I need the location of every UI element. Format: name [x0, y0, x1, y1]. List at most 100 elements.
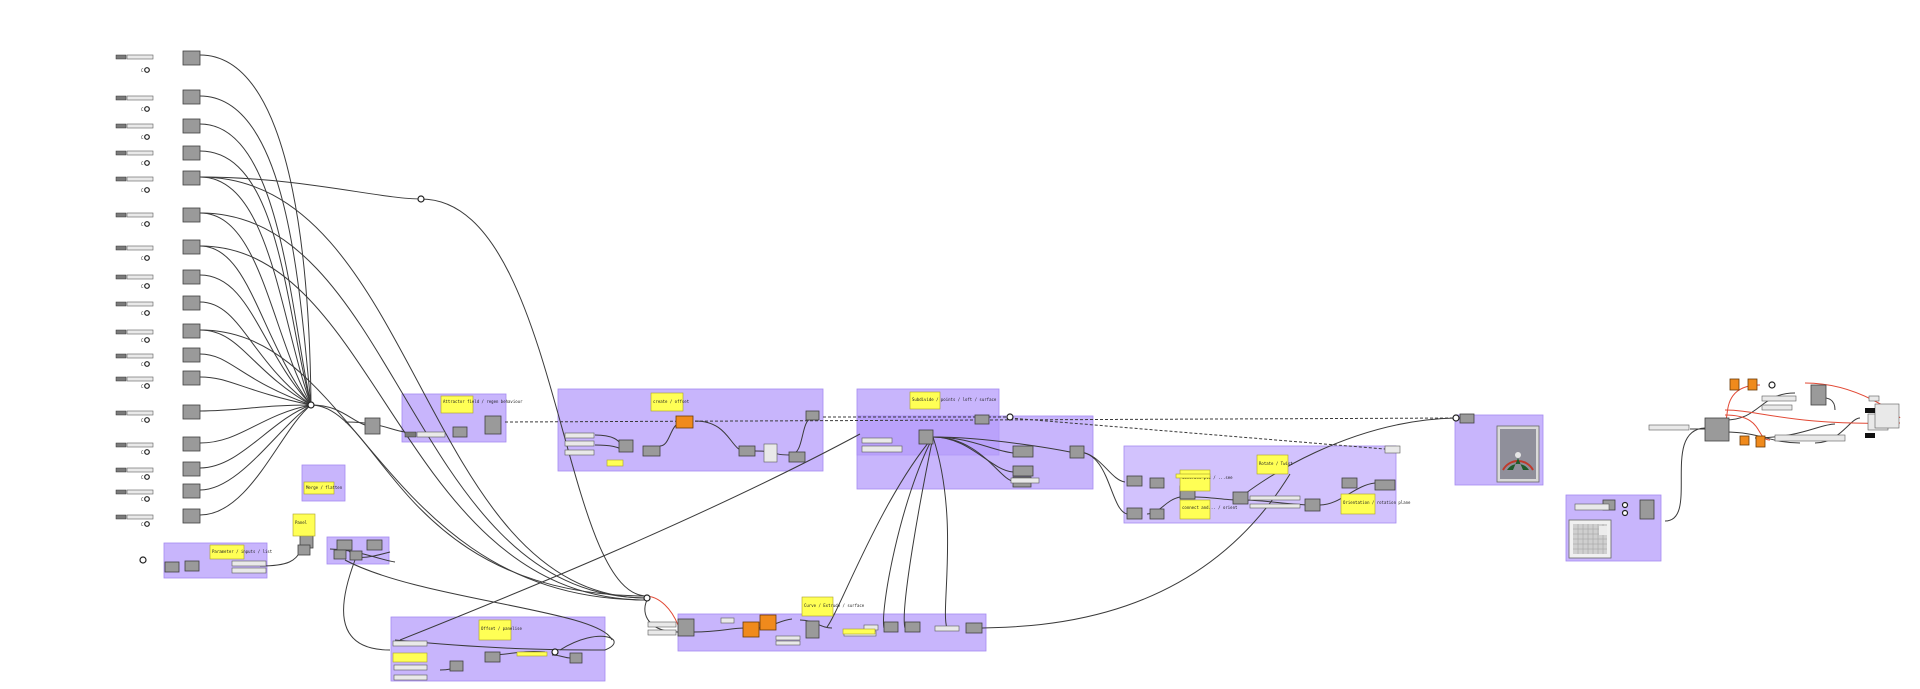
slider[interactable] — [861, 437, 893, 444]
wire-hub-icon[interactable] — [1452, 414, 1460, 422]
slider[interactable] — [647, 629, 677, 636]
group-create[interactable] — [557, 388, 824, 472]
component[interactable] — [1232, 491, 1249, 505]
slider-row[interactable]: C — [115, 347, 201, 367]
slider[interactable] — [393, 674, 428, 681]
slider-row[interactable]: C — [115, 404, 201, 423]
slider[interactable] — [1761, 404, 1793, 411]
slider-row[interactable]: C — [115, 118, 201, 140]
slider[interactable] — [720, 617, 735, 624]
component[interactable] — [918, 429, 934, 445]
slider[interactable] — [1648, 424, 1690, 431]
slider-row[interactable]: C — [115, 295, 201, 316]
component[interactable] — [336, 539, 353, 551]
slider-row[interactable]: C — [115, 239, 201, 261]
component[interactable] — [364, 417, 381, 435]
component-selected[interactable] — [1755, 435, 1766, 448]
component[interactable] — [965, 622, 983, 634]
wire-hub-icon[interactable] — [139, 556, 147, 564]
component[interactable] — [1149, 508, 1165, 520]
note-panel[interactable] — [650, 392, 684, 412]
note-panel[interactable] — [801, 596, 834, 617]
component[interactable] — [349, 550, 363, 561]
slider-row[interactable]: C — [115, 170, 201, 193]
note-panel[interactable] — [478, 619, 512, 641]
component[interactable] — [805, 410, 820, 421]
slider[interactable] — [1761, 395, 1797, 402]
wire-hub-icon[interactable] — [307, 401, 315, 409]
component[interactable] — [1126, 475, 1143, 487]
panel[interactable] — [1874, 403, 1900, 429]
slider-row[interactable]: C — [115, 370, 201, 389]
slider-row[interactable]: C — [115, 89, 201, 112]
note-panel[interactable] — [292, 513, 316, 537]
slider-row[interactable]: C — [115, 461, 201, 480]
slider-row[interactable]: C — [115, 269, 201, 289]
slider[interactable] — [564, 440, 595, 447]
component[interactable] — [1341, 477, 1358, 489]
component[interactable] — [1459, 413, 1475, 424]
component[interactable] — [642, 445, 661, 457]
slider[interactable] — [416, 431, 446, 438]
component[interactable] — [1149, 477, 1165, 489]
component[interactable] — [297, 544, 311, 556]
component[interactable] — [1639, 499, 1655, 520]
component[interactable] — [333, 549, 347, 560]
slider-row[interactable]: C — [115, 483, 201, 502]
slider[interactable] — [1574, 503, 1610, 511]
note-panel[interactable] — [1179, 469, 1211, 492]
component-selected[interactable] — [675, 415, 694, 429]
component[interactable] — [788, 451, 806, 463]
slider[interactable] — [647, 621, 677, 628]
component-selected[interactable] — [1739, 435, 1750, 446]
component[interactable] — [449, 660, 464, 672]
component[interactable] — [738, 445, 756, 457]
note-panel[interactable] — [1256, 454, 1289, 475]
component[interactable] — [366, 539, 383, 551]
component-selected[interactable] — [742, 621, 760, 638]
component[interactable] — [1304, 498, 1321, 512]
slider-row[interactable]: C — [115, 323, 201, 343]
note-panel[interactable] — [1340, 493, 1376, 515]
note-panel[interactable] — [209, 544, 245, 560]
slider[interactable] — [231, 567, 267, 574]
slider[interactable] — [1010, 477, 1040, 484]
component[interactable] — [618, 439, 634, 453]
circular-preview-icon[interactable] — [1496, 425, 1540, 483]
component-selected[interactable] — [759, 614, 777, 631]
component[interactable] — [484, 651, 501, 663]
slider[interactable] — [1868, 395, 1880, 402]
wire-hub-icon[interactable] — [1621, 509, 1629, 517]
wire-hub-icon[interactable] — [417, 195, 425, 203]
slider[interactable] — [934, 625, 960, 632]
slider[interactable] — [564, 449, 595, 456]
component[interactable] — [1126, 507, 1143, 520]
note-panel[interactable] — [516, 651, 548, 657]
slider-row[interactable]: C — [115, 50, 201, 73]
component[interactable] — [569, 652, 583, 664]
component-selected[interactable] — [1729, 378, 1740, 391]
slider-row[interactable]: C — [115, 207, 201, 227]
wire-hub-icon[interactable] — [1768, 381, 1776, 389]
note-panel[interactable] — [440, 395, 474, 414]
group-orient[interactable] — [390, 616, 606, 682]
wire-hub-icon[interactable] — [643, 594, 651, 602]
note-panel[interactable] — [1179, 499, 1211, 520]
slider[interactable] — [393, 664, 428, 671]
wire-hub-icon[interactable] — [551, 648, 559, 656]
group-loft[interactable] — [856, 415, 1094, 490]
component[interactable] — [805, 620, 820, 639]
component[interactable] — [1810, 384, 1827, 406]
toggle[interactable] — [1865, 433, 1875, 438]
component[interactable] — [974, 414, 990, 425]
slider[interactable] — [231, 560, 267, 567]
slider[interactable] — [775, 640, 801, 646]
note-panel[interactable] — [303, 481, 335, 495]
slider[interactable] — [1774, 434, 1846, 442]
component[interactable] — [1012, 445, 1034, 458]
slider-row[interactable]: C — [115, 508, 201, 527]
component[interactable] — [184, 560, 200, 572]
slider[interactable] — [775, 635, 801, 641]
